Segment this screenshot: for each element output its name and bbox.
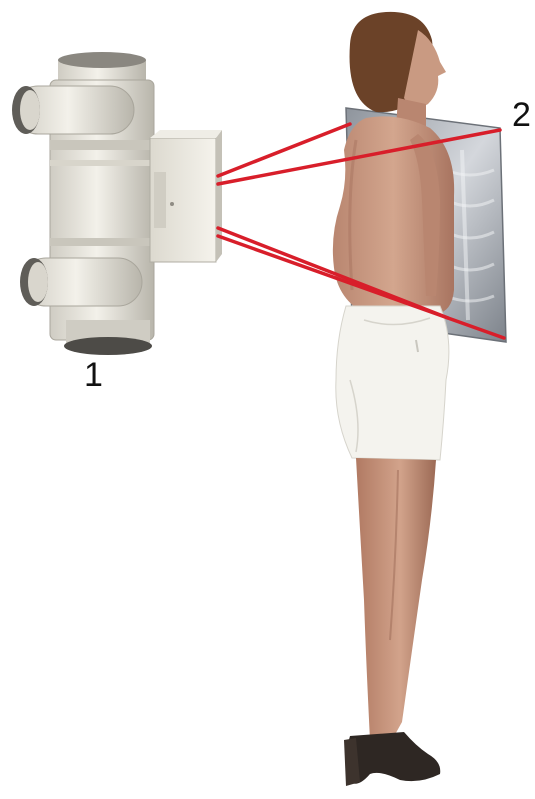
label-detector: 2 bbox=[512, 98, 531, 132]
label-xray-tube: 1 bbox=[84, 358, 103, 392]
xray-tube-icon bbox=[12, 52, 222, 355]
